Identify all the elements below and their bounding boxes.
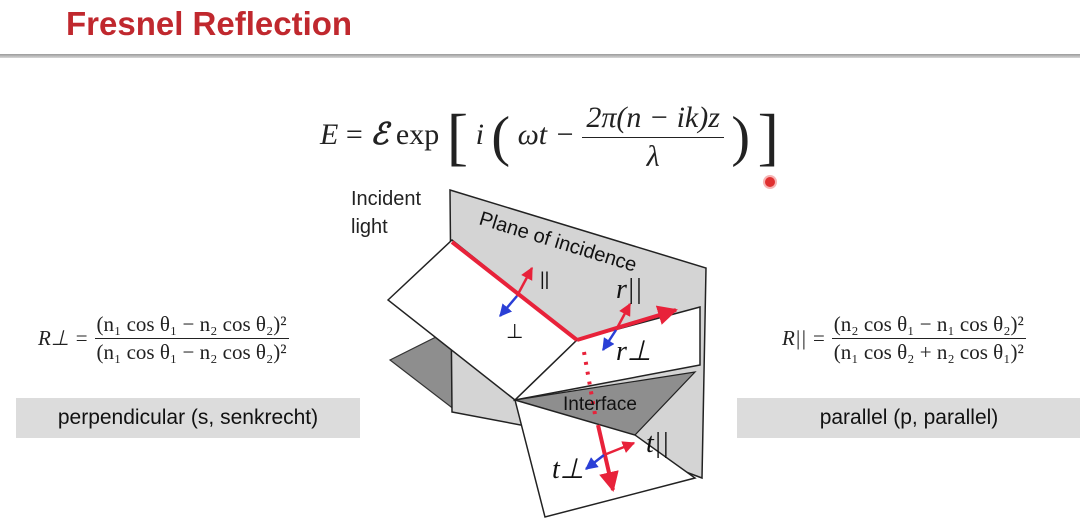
- right-paren: ): [731, 106, 751, 168]
- r-perp-symbol: r⊥: [616, 336, 651, 367]
- incident-beam: [450, 240, 579, 342]
- r-perp-lhs: R⊥ =: [38, 326, 89, 350]
- incident-par-vector: [515, 266, 534, 297]
- incident-label-1: Incident: [351, 188, 421, 210]
- slide-title: Fresnel Reflection: [66, 5, 353, 42]
- transmitted-perp-vector: [585, 454, 605, 470]
- r-par-denominator: (n₁ cos θ₂ + n₂ cos θ₁)²: [833, 340, 1024, 364]
- r-par-numerator: (n₂ cos θ₁ − n₁ cos θ₂)²: [831, 312, 1026, 339]
- reflected-perp-vector: [601, 329, 618, 352]
- exp-label: exp: [395, 117, 440, 151]
- title-divider: [0, 54, 1080, 58]
- left-bracket: [: [446, 101, 469, 172]
- phase-numerator: 2π(n − ik)z: [582, 101, 724, 138]
- reflected-par-vector: [614, 302, 632, 331]
- t-perp-symbol: t⊥: [552, 454, 584, 485]
- interface-label: Interface: [563, 394, 637, 415]
- incident-perp-symbol: ⊥: [506, 321, 523, 343]
- left-paren: (: [491, 106, 511, 168]
- equation-lhs: E: [320, 117, 339, 151]
- r-par-lhs: R|| =: [782, 326, 826, 350]
- r-perp-fraction: (n₁ cos θ₁ − n₂ cos θ₂)² (n₁ cos θ₁ − n₂…: [94, 312, 289, 365]
- script-e: ℰ: [370, 117, 389, 151]
- r-perp-equation: R⊥ = (n₁ cos θ₁ − n₂ cos θ₂)² (n₁ cos θ₁…: [38, 312, 289, 365]
- wave-equation: E = ℰ exp [ i ( ωt − 2π(n − ik)z λ ) ]: [320, 100, 779, 174]
- r-par-equation: R|| = (n₂ cos θ₁ − n₁ cos θ₂)² (n₁ cos θ…: [782, 312, 1026, 365]
- transmitted-par-vector: [603, 441, 636, 457]
- r-perp-denominator: (n₁ cos θ₁ − n₂ cos θ₂)²: [96, 340, 287, 364]
- reflected-beam: [576, 305, 678, 342]
- parallel-label: parallel (p, parallel): [737, 398, 1080, 438]
- r-par-symbol: r||: [616, 274, 642, 305]
- incident-perp-vector: [499, 295, 518, 317]
- phase-denominator: λ: [646, 139, 660, 173]
- incident-label-2: light: [351, 216, 388, 238]
- r-perp-numerator: (n₁ cos θ₁ − n₂ cos θ₂)²: [94, 312, 289, 339]
- perpendicular-label: perpendicular (s, senkrecht): [16, 398, 360, 438]
- t-par-symbol: t||: [646, 428, 669, 459]
- transmitted-beam-dotted: [582, 351, 598, 421]
- phase-fraction: 2π(n − ik)z λ: [582, 101, 724, 174]
- r-par-fraction: (n₂ cos θ₁ − n₁ cos θ₂)² (n₁ cos θ₂ + n₂…: [831, 312, 1026, 365]
- transmitted-beam: [596, 424, 619, 492]
- omega-t: ωt −: [517, 117, 575, 151]
- incident-par-symbol: ||: [540, 269, 549, 289]
- laser-pointer-dot: [765, 177, 775, 187]
- imag-unit: i: [475, 117, 484, 151]
- equals-sign: =: [345, 117, 371, 151]
- right-bracket: ]: [757, 101, 779, 172]
